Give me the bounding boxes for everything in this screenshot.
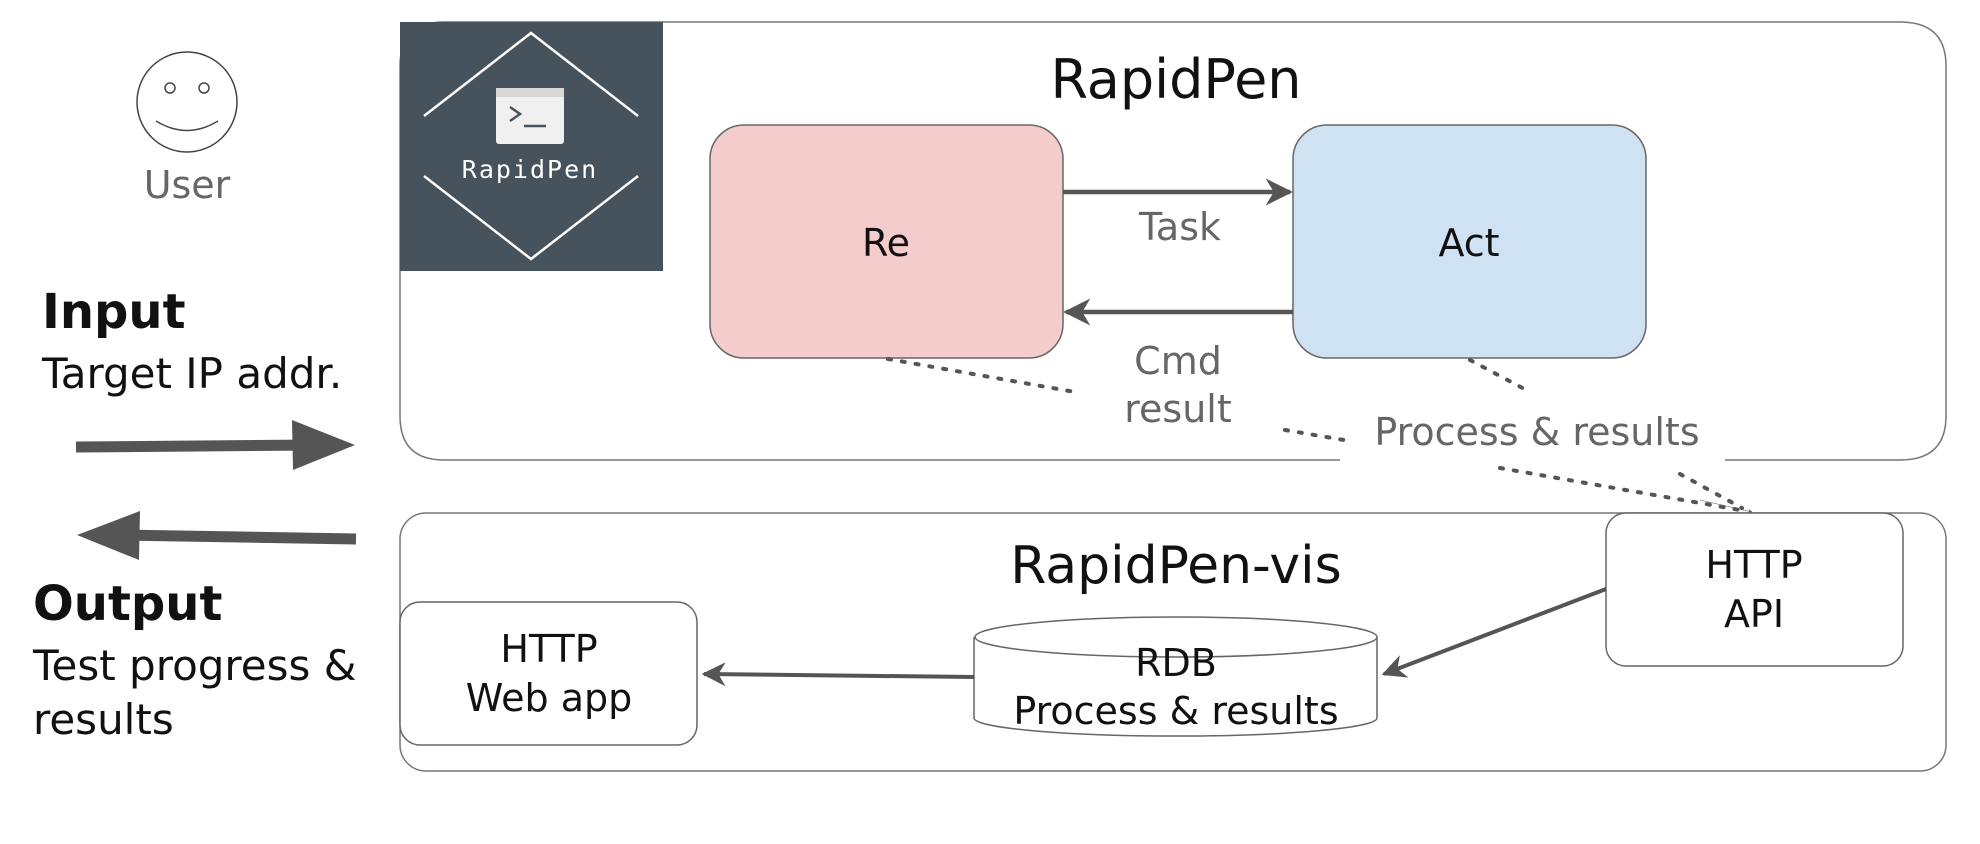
rapidpen-container bbox=[399, 21, 1947, 461]
http-api-box bbox=[1605, 512, 1904, 667]
cmd-result-line1: Cmd bbox=[1134, 339, 1222, 383]
process-results-label: Process & results bbox=[1374, 410, 1699, 454]
input-title: Input bbox=[42, 284, 186, 340]
rapidpen-vis-title: RapidPen-vis bbox=[1010, 536, 1341, 596]
user-label: User bbox=[144, 163, 231, 207]
input-detail: Target IP addr. bbox=[41, 349, 342, 398]
process-results-dotted-lines bbox=[886, 357, 1744, 512]
api-to-rdb-arrow bbox=[1381, 587, 1607, 678]
output-detail-line1: Test progress & bbox=[32, 641, 356, 690]
task-label: Task bbox=[1138, 205, 1221, 249]
rdb-line2: Process & results bbox=[1013, 689, 1338, 733]
http-webapp-line2: Web app bbox=[466, 676, 632, 720]
rapidpen-title: RapidPen bbox=[1050, 48, 1301, 111]
http-api-line2: API bbox=[1724, 592, 1784, 636]
cmd-result-line2: result bbox=[1124, 387, 1232, 431]
http-api-line1: HTTP bbox=[1705, 543, 1802, 587]
http-webapp-line1: HTTP bbox=[500, 627, 597, 671]
input-arrow bbox=[75, 420, 355, 470]
act-box bbox=[1292, 124, 1647, 359]
rdb-to-webapp-arrow bbox=[701, 662, 975, 687]
rapidpen-logo bbox=[400, 22, 663, 271]
rdb-cylinder bbox=[973, 616, 1378, 737]
http-webapp-box bbox=[399, 601, 698, 746]
output-arrow bbox=[77, 511, 357, 560]
output-title: Output bbox=[33, 576, 222, 632]
rdb-line1: RDB bbox=[1135, 641, 1217, 685]
process-results-arrowhead bbox=[1699, 499, 1753, 514]
output-detail-line2: results bbox=[33, 695, 174, 744]
rapidpen-logo-text: RapidPen bbox=[462, 155, 598, 184]
re-label: Re bbox=[862, 221, 910, 265]
act-label: Act bbox=[1438, 221, 1499, 265]
user-icon bbox=[136, 51, 238, 153]
